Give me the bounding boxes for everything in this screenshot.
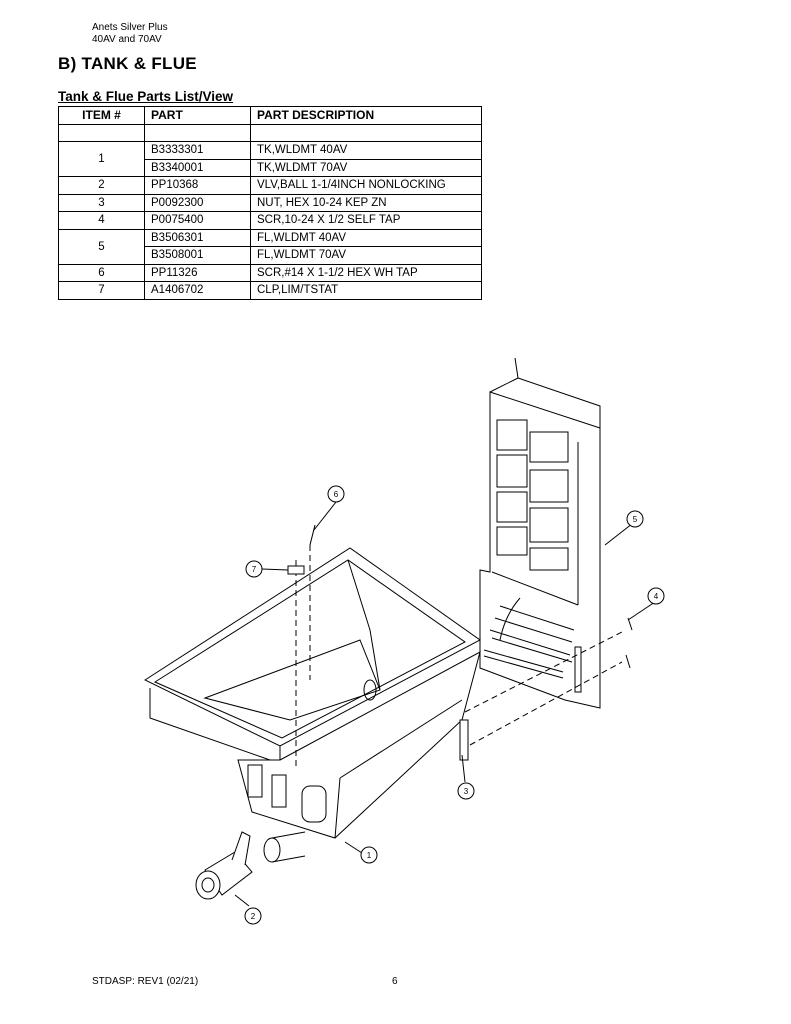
- header-description: PART DESCRIPTION: [250, 106, 482, 125]
- part-number: B3333301: [144, 141, 251, 160]
- thermostat-clip: [287, 565, 305, 575]
- part-number: P0075400: [144, 211, 251, 230]
- table-header-row: ITEM # PART PART DESCRIPTION: [58, 106, 482, 125]
- table-row: 2 PP10368 VLV,BALL 1-1/4INCH NONLOCKING: [58, 176, 482, 195]
- part-description: TK,WLDMT 40AV: [250, 141, 482, 160]
- footer-revision: STDASP: REV1 (02/21): [92, 976, 199, 987]
- callout-2: [244, 907, 262, 925]
- svg-text:1: 1: [367, 851, 372, 860]
- self-tap-screw: [625, 654, 631, 669]
- section-title: B) TANK & FLUE: [58, 54, 197, 73]
- header-model-line: Anets Silver Plus: [92, 22, 168, 33]
- page-number: 6: [392, 976, 398, 987]
- drain-valve: [195, 831, 306, 900]
- table-row: 1 B3333301 TK,WLDMT 40AV: [58, 141, 482, 177]
- tank-assembly: [143, 547, 481, 839]
- hex-screw: [309, 524, 316, 546]
- assembly-lines: [295, 545, 623, 770]
- header-item: ITEM #: [58, 106, 145, 125]
- part-number: B3508001: [144, 246, 251, 265]
- part-number: A1406702: [144, 281, 251, 300]
- header-part: PART: [144, 106, 251, 125]
- callout-1: [360, 846, 378, 864]
- document-header: Anets Silver Plus 40AV and 70AV: [92, 22, 168, 46]
- table-row: 4 P0075400 SCR,10-24 X 1/2 SELF TAP: [58, 211, 482, 230]
- part-number: PP10368: [144, 176, 251, 195]
- item-number: 3: [58, 193, 145, 212]
- item-number: 5: [58, 228, 145, 265]
- header-variant-line: 40AV and 70AV: [92, 34, 162, 45]
- part-description: FL,WLDMT 40AV: [250, 228, 482, 247]
- flue-assembly: [479, 357, 601, 709]
- item-number: 1: [58, 141, 145, 177]
- part-number: P0092300: [144, 193, 251, 212]
- svg-text:3: 3: [464, 787, 469, 796]
- table-row: 7 A1406702 CLP,LIM/TSTAT: [58, 281, 482, 300]
- svg-text:2: 2: [251, 912, 256, 921]
- callout-4: [647, 587, 665, 605]
- callout-3: [457, 782, 475, 800]
- svg-text:4: 4: [654, 592, 659, 601]
- part-description: VLV,BALL 1-1/4INCH NONLOCKING: [250, 176, 482, 195]
- item-number: 2: [58, 176, 145, 195]
- table-row-blank: [58, 123, 482, 142]
- part-number: B3506301: [144, 228, 251, 247]
- svg-text:7: 7: [252, 565, 257, 574]
- svg-text:6: 6: [334, 490, 339, 499]
- table-row: 6 PP11326 SCR,#14 X 1-1/2 HEX WH TAP: [58, 263, 482, 282]
- exploded-view-drawing: 1 2 3 4 5 6 7: [143, 357, 665, 925]
- callout-5: [626, 510, 644, 528]
- callout-7: [245, 560, 263, 578]
- table-row: 5 B3506301 FL,WLDMT 40AV: [58, 228, 482, 265]
- parts-table: ITEM # PART PART DESCRIPTION 1 B3333301 …: [58, 106, 482, 300]
- part-description: FL,WLDMT 70AV: [250, 246, 482, 265]
- part-description: SCR,10-24 X 1/2 SELF TAP: [250, 211, 482, 230]
- part-number: B3340001: [144, 158, 251, 177]
- svg-text:5: 5: [633, 515, 638, 524]
- item-number: 7: [58, 281, 145, 300]
- part-description: TK,WLDMT 70AV: [250, 158, 482, 177]
- table-title: Tank & Flue Parts List/View: [58, 89, 234, 104]
- item-number: 4: [58, 211, 145, 230]
- callout-6: [327, 485, 345, 503]
- part-description: SCR,#14 X 1-1/2 HEX WH TAP: [250, 263, 482, 282]
- part-description: CLP,LIM/TSTAT: [250, 281, 482, 300]
- table-row: 3 P0092300 NUT, HEX 10-24 KEP ZN: [58, 193, 482, 212]
- part-number: PP11326: [144, 263, 251, 282]
- part-description: NUT, HEX 10-24 KEP ZN: [250, 193, 482, 212]
- callout-bubbles: 1 2 3 4 5 6 7: [244, 485, 665, 925]
- item-number: 6: [58, 263, 145, 282]
